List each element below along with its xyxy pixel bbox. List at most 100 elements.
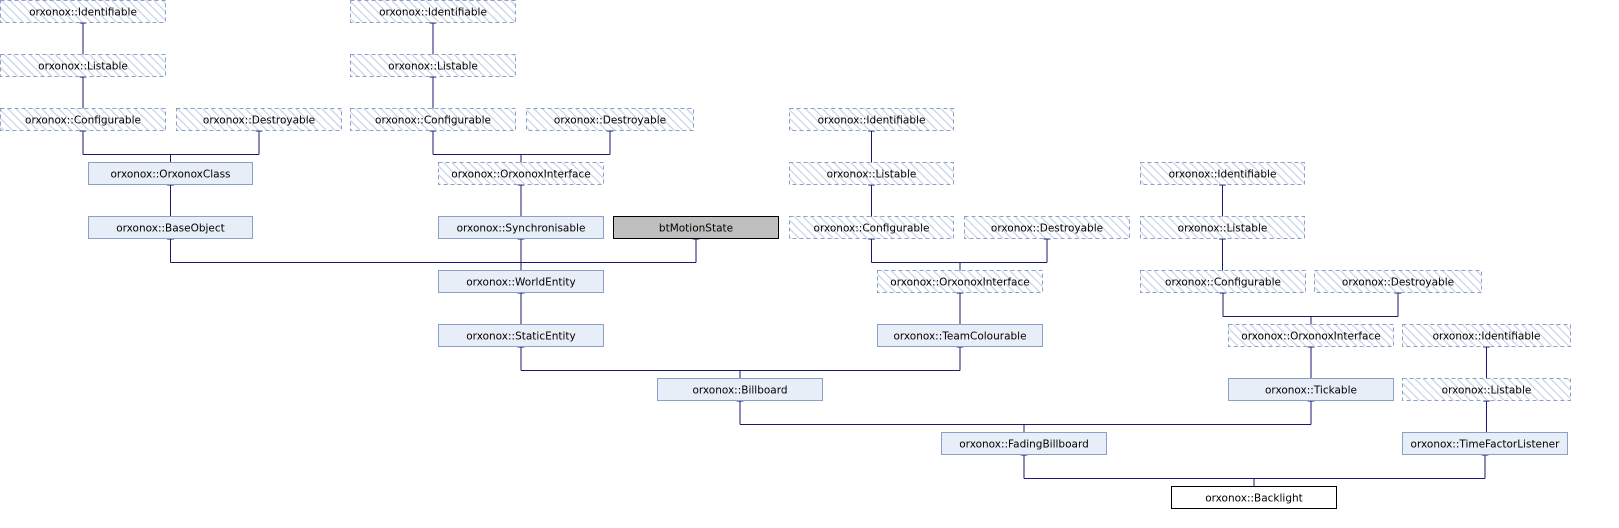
- class-node-box: [88, 162, 253, 185]
- class-node[interactable]: orxonox::Listable: [789, 162, 954, 185]
- class-node-label: orxonox::WorldEntity: [466, 277, 576, 289]
- class-node-label: orxonox::Backlight: [1205, 493, 1303, 505]
- class-node[interactable]: orxonox::FadingBillboard: [941, 432, 1107, 455]
- class-node[interactable]: orxonox::Configurable: [350, 108, 516, 131]
- class-node[interactable]: orxonox::Listable: [1402, 378, 1571, 401]
- class-node-label: orxonox::Tickable: [1265, 385, 1357, 397]
- class-node-label: orxonox::Listable: [388, 61, 478, 73]
- class-node-box: [350, 0, 516, 23]
- class-node-label: btMotionState: [659, 223, 733, 235]
- class-node-label: orxonox::Identifiable: [818, 115, 926, 127]
- class-node-label: orxonox::FadingBillboard: [959, 439, 1089, 451]
- class-node-box: [0, 108, 166, 131]
- class-node[interactable]: orxonox::Synchronisable: [438, 216, 604, 239]
- class-node-label: orxonox::Listable: [38, 61, 128, 73]
- class-node-box: [1228, 324, 1394, 347]
- class-node-box: [438, 324, 604, 347]
- class-node-label: orxonox::OrxonoxInterface: [890, 277, 1029, 289]
- class-node-box: [0, 54, 166, 77]
- class-node-label: orxonox::TeamColourable: [893, 331, 1026, 343]
- class-node[interactable]: orxonox::Destroyable: [1314, 270, 1482, 293]
- class-node[interactable]: orxonox::WorldEntity: [438, 270, 604, 293]
- class-node[interactable]: orxonox::Listable: [350, 54, 516, 77]
- class-node-label: orxonox::BaseObject: [116, 223, 225, 235]
- class-node[interactable]: orxonox::Configurable: [789, 216, 954, 239]
- class-node-box: [350, 108, 516, 131]
- class-node-label: orxonox::Destroyable: [1342, 277, 1454, 289]
- class-node-label: orxonox::Identifiable: [1433, 331, 1541, 343]
- class-node-box: [789, 216, 954, 239]
- class-node[interactable]: orxonox::Tickable: [1228, 378, 1394, 401]
- class-node[interactable]: orxonox::Backlight: [1171, 486, 1337, 509]
- class-node-label: orxonox::Listable: [1442, 385, 1532, 397]
- class-node-box: [1171, 486, 1337, 509]
- class-node[interactable]: orxonox::OrxonoxInterface: [877, 270, 1043, 293]
- class-node-box: [176, 108, 342, 131]
- class-node[interactable]: orxonox::Configurable: [1140, 270, 1306, 293]
- class-node-box: [0, 0, 166, 23]
- class-node-box: [657, 378, 823, 401]
- class-node-label: orxonox::Synchronisable: [457, 223, 586, 235]
- class-node-box: [613, 216, 779, 239]
- class-node[interactable]: orxonox::Identifiable: [0, 0, 166, 23]
- class-node[interactable]: orxonox::Identifiable: [789, 108, 954, 131]
- inheritance-connector: [1219, 286, 1402, 325]
- class-node-box: [438, 162, 604, 185]
- class-node[interactable]: orxonox::Identifiable: [1402, 324, 1571, 347]
- class-node-label: orxonox::Listable: [827, 169, 917, 181]
- class-node[interactable]: orxonox::Billboard: [657, 378, 823, 401]
- class-node-box: [964, 216, 1130, 239]
- class-node-box: [438, 270, 604, 293]
- inheritance-connector: [868, 232, 1051, 271]
- class-node-label: orxonox::OrxonoxInterface: [451, 169, 590, 181]
- class-node[interactable]: orxonox::Destroyable: [964, 216, 1130, 239]
- class-node[interactable]: orxonox::Destroyable: [176, 108, 342, 131]
- class-node-box: [1140, 216, 1305, 239]
- class-node-label: orxonox::Identifiable: [379, 7, 487, 19]
- inheritance-connector: [429, 124, 614, 163]
- class-node-box: [1402, 324, 1571, 347]
- class-node-box: [789, 162, 954, 185]
- class-node-box: [438, 216, 604, 239]
- class-node[interactable]: orxonox::TimeFactorListener: [1402, 432, 1568, 455]
- class-node-label: orxonox::OrxonoxInterface: [1241, 331, 1380, 343]
- class-node-box: [789, 108, 954, 131]
- class-node[interactable]: orxonox::Identifiable: [350, 0, 516, 23]
- class-node-label: orxonox::Configurable: [375, 115, 491, 127]
- inheritance-connector: [167, 232, 700, 271]
- class-node-box: [1314, 270, 1482, 293]
- class-node[interactable]: orxonox::BaseObject: [88, 216, 253, 239]
- class-node-box: [877, 270, 1043, 293]
- class-node-label: orxonox::TimeFactorListener: [1411, 439, 1561, 451]
- inheritance-connector: [736, 394, 1315, 433]
- class-node[interactable]: orxonox::Listable: [0, 54, 166, 77]
- class-node-label: orxonox::Identifiable: [1169, 169, 1277, 181]
- class-node[interactable]: orxonox::Configurable: [0, 108, 166, 131]
- class-node[interactable]: orxonox::Identifiable: [1140, 162, 1305, 185]
- class-node[interactable]: btMotionState: [613, 216, 779, 239]
- class-node-label: orxonox::Listable: [1178, 223, 1268, 235]
- class-node[interactable]: orxonox::OrxonoxInterface: [438, 162, 604, 185]
- class-node-box: [1228, 378, 1394, 401]
- class-node-label: orxonox::Destroyable: [554, 115, 666, 127]
- class-node-label: orxonox::OrxonoxClass: [110, 169, 230, 181]
- inheritance-connector: [517, 340, 964, 379]
- class-node[interactable]: orxonox::Listable: [1140, 216, 1305, 239]
- class-node-box: [526, 108, 694, 131]
- class-node-label: orxonox::Destroyable: [203, 115, 315, 127]
- class-node-box: [941, 432, 1107, 455]
- class-node[interactable]: orxonox::TeamColourable: [877, 324, 1043, 347]
- class-node[interactable]: orxonox::OrxonoxInterface: [1228, 324, 1394, 347]
- class-node-label: orxonox::Configurable: [1165, 277, 1281, 289]
- class-node-label: orxonox::Configurable: [25, 115, 141, 127]
- class-node[interactable]: orxonox::StaticEntity: [438, 324, 604, 347]
- class-node-box: [1402, 432, 1568, 455]
- inheritance-connector: [79, 124, 263, 163]
- class-node[interactable]: orxonox::OrxonoxClass: [88, 162, 253, 185]
- class-node-box: [88, 216, 253, 239]
- class-node[interactable]: orxonox::Destroyable: [526, 108, 694, 131]
- class-node-box: [1140, 162, 1305, 185]
- class-node-label: orxonox::Destroyable: [991, 223, 1103, 235]
- class-node-box: [1140, 270, 1306, 293]
